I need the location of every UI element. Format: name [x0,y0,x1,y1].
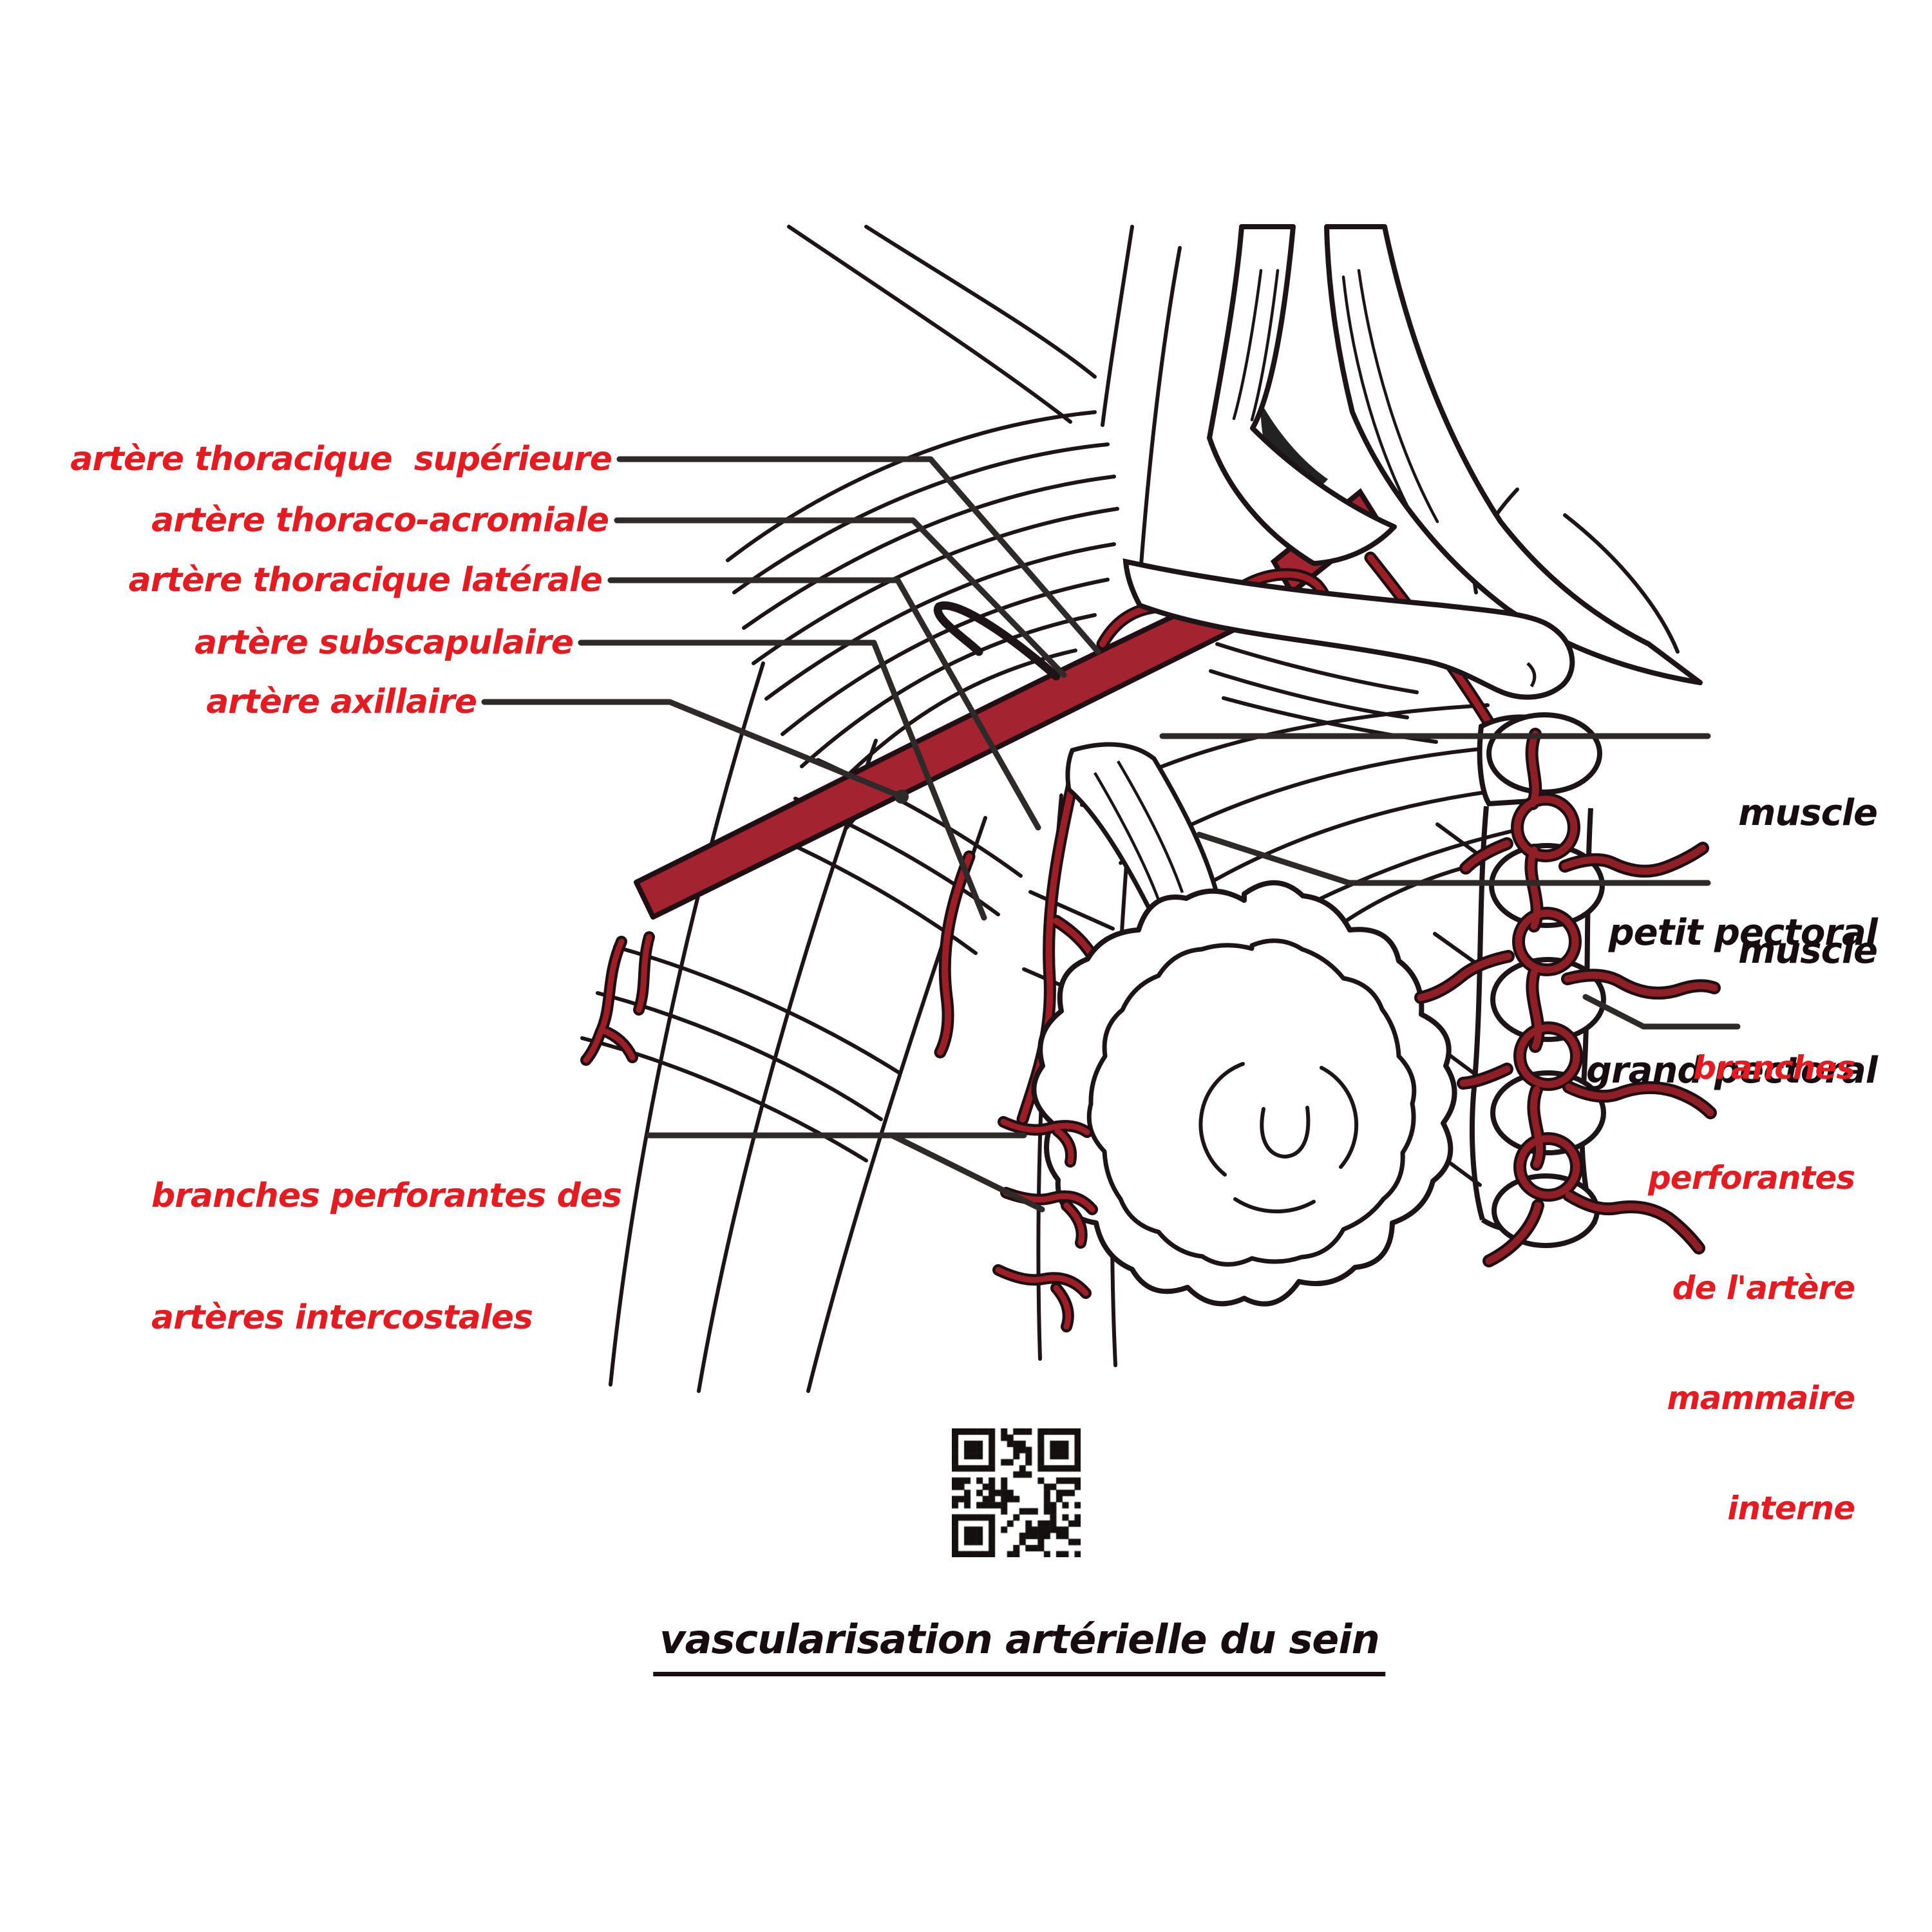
leader-lines [481,456,1741,1213]
thoraco-acromial-vessel [933,601,1061,681]
label-line: muscle [1738,792,1878,834]
label-line: muscle [1738,930,1878,972]
neck-muscle-striations [1232,269,1439,524]
breast [1031,880,1457,1307]
label-muscle-petit-pectoral: muscle petit pectoral [1608,714,1878,1033]
intercostal-outline [586,937,1092,1327]
leader-subscapulaire [578,639,987,921]
leader-intercostales-fork [889,1132,1045,1213]
label-artere-axillaire: artère axillaire [206,683,477,721]
label-artere-subscapulaire: artère subscapulaire [194,623,574,662]
label-line: interne [1727,1490,1855,1527]
page-title: vascularisation artérielle du sein [653,1616,1386,1676]
axillary-artery-band [634,591,1242,920]
label-line: perforantes [1647,1159,1855,1197]
leader-axillaire-dot [895,790,909,804]
label-line: grand pectoral [1586,1050,1878,1092]
leader-thoracique-superieure [616,456,1101,655]
qr-code-icon [952,1428,1081,1557]
clavicle-bone [1122,558,1575,700]
nipple-areola [1198,1062,1359,1214]
label-line: mammaire [1667,1379,1856,1417]
label-line: petit pectoral [1608,912,1878,954]
leader-thoraco-acromiale [614,517,1067,678]
leader-thoracique-laterale [607,577,1041,831]
label-artere-thoracique-superieure: artère thoracique supérieure [70,440,612,478]
label-line: de l'artère [1672,1269,1855,1307]
clavicle-detail [1526,662,1537,688]
label-line: branches perforantes des [151,1177,622,1215]
label-line: artères intercostales [151,1298,533,1337]
label-artere-thoracique-laterale: artère thoracique latérale [128,561,603,600]
label-muscle-grand-pectoral: muscle grand pectoral [1586,851,1878,1171]
leader-axillaire [481,699,905,800]
label-branches-intercostales: branches perforantes des artères interco… [151,1095,622,1419]
leader-mammaire-interne [1582,994,1741,1030]
label-branches-mammaire-interne: branches perforantes de l'artère mammair… [1648,976,1855,1600]
label-artere-thoraco-acromiale: artère thoraco-acromiale [151,501,609,540]
label-line: branches [1693,1049,1855,1086]
leader-grand-pectoral [1196,831,1711,886]
